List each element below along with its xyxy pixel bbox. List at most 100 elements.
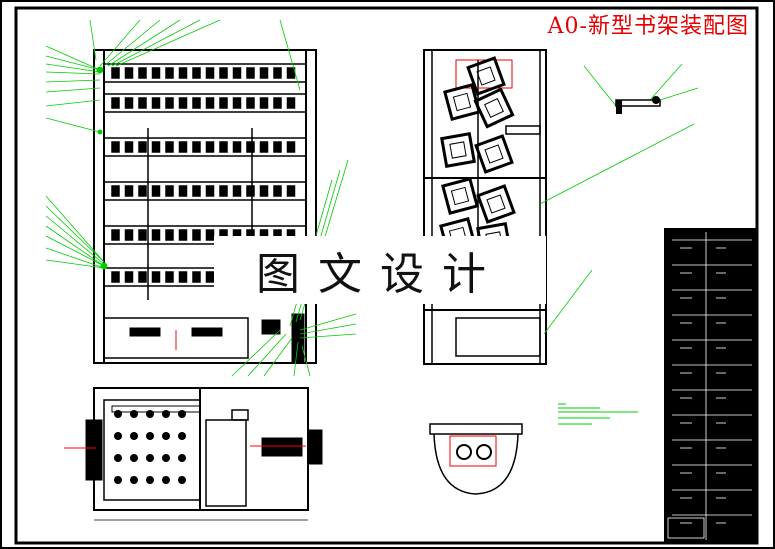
- book-slot: [273, 67, 282, 79]
- book-slot: [165, 229, 174, 241]
- hole: [146, 432, 154, 440]
- book-slot: [192, 271, 201, 283]
- book-slot: [178, 229, 188, 241]
- book-slot: [232, 141, 242, 153]
- book-slot: [151, 271, 161, 283]
- book-slot: [111, 229, 120, 241]
- book-slot: [246, 141, 255, 153]
- book-slot: [246, 97, 255, 109]
- book-inner: [449, 141, 467, 159]
- book-slot: [165, 97, 174, 109]
- book-slot: [178, 141, 188, 153]
- book-inner: [452, 92, 472, 112]
- title-block-cell: [667, 517, 705, 539]
- book-slot: [111, 271, 120, 283]
- book-slot: [192, 185, 201, 197]
- hole: [178, 476, 186, 484]
- book-slot: [259, 97, 269, 109]
- book-slot: [151, 185, 161, 197]
- book-slot: [138, 97, 147, 109]
- hole: [130, 476, 138, 484]
- hole: [114, 410, 122, 418]
- title-block: [664, 228, 756, 542]
- hole: [178, 410, 186, 418]
- front-view: [93, 49, 317, 364]
- hole: [114, 476, 122, 484]
- book-slot: [273, 141, 282, 153]
- book-block: [441, 177, 479, 215]
- book-slot: [111, 67, 120, 79]
- book-slot: [151, 97, 161, 109]
- book-slot: [246, 185, 255, 197]
- section-detail: [429, 423, 523, 495]
- book-outline: [473, 87, 515, 129]
- book-slot: [259, 67, 269, 79]
- book-slot: [178, 97, 188, 109]
- book-slot: [165, 141, 174, 153]
- hole: [114, 454, 122, 462]
- hole: [162, 476, 170, 484]
- hole: [162, 432, 170, 440]
- top-view: [64, 387, 323, 521]
- book-block: [474, 134, 514, 174]
- hole: [178, 432, 186, 440]
- book-slot: [138, 271, 147, 283]
- drawing-title: A0-新型书架装配图: [547, 14, 749, 39]
- book-slot: [246, 67, 255, 79]
- book-slot: [124, 67, 134, 79]
- hole: [130, 410, 138, 418]
- book-slot: [286, 141, 296, 153]
- book-slot: [192, 141, 201, 153]
- book-outline: [440, 132, 476, 168]
- hole-rail: [111, 405, 201, 413]
- book-slot: [151, 67, 161, 79]
- book-slot: [111, 97, 120, 109]
- book-slot: [138, 141, 147, 153]
- book-slot: [192, 97, 201, 109]
- hole: [130, 432, 138, 440]
- book-slot: [192, 67, 201, 79]
- book-slot: [219, 67, 228, 79]
- watermark-panel: 图文设计: [214, 236, 546, 304]
- book-slot: [205, 67, 215, 79]
- book-slot: [178, 67, 188, 79]
- book-slot: [205, 141, 215, 153]
- book-slot: [219, 141, 228, 153]
- hole: [114, 432, 122, 440]
- book-inner: [476, 66, 496, 86]
- hole: [162, 410, 170, 418]
- book-slot: [124, 229, 134, 241]
- book-slot: [273, 185, 282, 197]
- book-slot: [205, 229, 215, 241]
- book-outline: [474, 134, 514, 174]
- book-outline: [443, 83, 481, 121]
- side-view: [423, 49, 547, 365]
- book-slot: [138, 229, 147, 241]
- leader-lines-side: [539, 123, 695, 335]
- book-slot: [205, 185, 215, 197]
- book-outline: [466, 56, 506, 96]
- book-slot: [232, 185, 242, 197]
- book-slot: [259, 141, 269, 153]
- book-block: [443, 83, 481, 121]
- book-slot: [286, 185, 296, 197]
- book-slot: [259, 185, 269, 197]
- watermark-text: 图文设计: [256, 249, 504, 300]
- hole: [146, 410, 154, 418]
- book-slot: [178, 271, 188, 283]
- book-slot: [124, 185, 134, 197]
- book-outline: [476, 184, 516, 224]
- book-block: [473, 87, 515, 129]
- book-slot: [138, 185, 147, 197]
- book-slot: [124, 97, 134, 109]
- book-slot: [165, 271, 174, 283]
- book-slot: [111, 185, 120, 197]
- book-slot: [124, 141, 134, 153]
- leader-lines-front: [45, 19, 357, 377]
- book-slot: [232, 97, 242, 109]
- book-slot: [151, 141, 161, 153]
- technical-notes: [558, 403, 638, 425]
- hole: [178, 454, 186, 462]
